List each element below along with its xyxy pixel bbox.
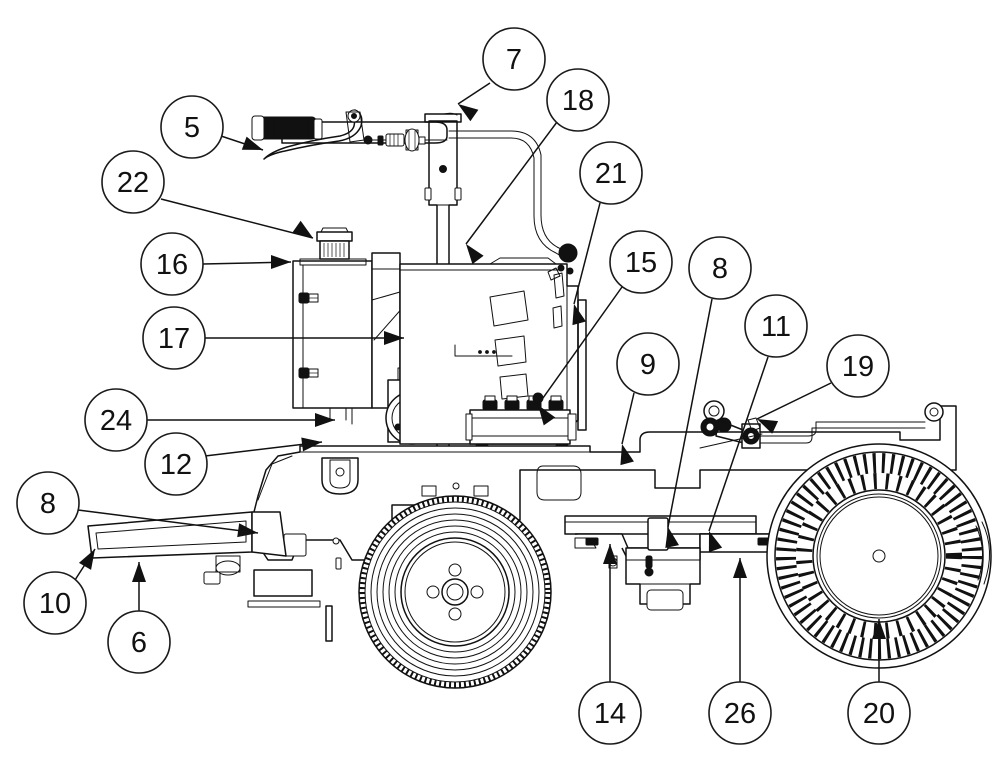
callout-20[interactable]: 20 bbox=[847, 681, 911, 745]
callout-label: 24 bbox=[100, 405, 132, 437]
deck-plate bbox=[564, 515, 819, 611]
callout-18[interactable]: 18 bbox=[546, 68, 610, 132]
callout-bubble[interactable] bbox=[16, 471, 80, 535]
front-wheel bbox=[358, 485, 552, 689]
callout-label: 12 bbox=[160, 449, 192, 481]
callout-label: 10 bbox=[39, 588, 71, 620]
callout-15[interactable]: 15 bbox=[609, 230, 673, 294]
callout-label: 7 bbox=[506, 44, 522, 76]
lift-eye bbox=[321, 457, 359, 495]
callout-bubble[interactable] bbox=[160, 95, 224, 159]
callout-14[interactable]: 14 bbox=[578, 681, 642, 745]
callout-7[interactable]: 7 bbox=[482, 27, 546, 91]
callout-label: 9 bbox=[640, 349, 656, 381]
callout-bubble[interactable] bbox=[101, 150, 165, 214]
callout-label: 26 bbox=[724, 698, 756, 730]
callout-16[interactable]: 16 bbox=[140, 232, 204, 296]
callout-12[interactable]: 12 bbox=[144, 432, 208, 496]
callout-bubble[interactable] bbox=[708, 681, 772, 745]
callout-leaders bbox=[74, 82, 880, 682]
drawbar-tow-handle bbox=[87, 511, 287, 585]
callout-bubble[interactable] bbox=[688, 236, 752, 300]
callout-8[interactable]: 8 bbox=[688, 236, 752, 300]
handlebar-assembly bbox=[251, 109, 448, 160]
hydraulic-reservoir-tank bbox=[292, 227, 401, 425]
callout-label: 18 bbox=[562, 85, 594, 117]
callout-arrowheads bbox=[78, 104, 886, 639]
callout-8[interactable]: 8 bbox=[16, 471, 80, 535]
callout-22[interactable]: 22 bbox=[101, 150, 165, 214]
callout-bubbles: 7 18 5 21 22 16 15 8 11 17 19 9 24 12 8 10 6 14 26 20 bbox=[16, 27, 911, 745]
callout-bubble[interactable] bbox=[107, 610, 171, 674]
callout-bubble[interactable] bbox=[546, 68, 610, 132]
callout-bubble[interactable] bbox=[482, 27, 546, 91]
callout-label: 8 bbox=[40, 488, 56, 520]
callout-9[interactable]: 9 bbox=[616, 332, 680, 396]
callout-bubble[interactable] bbox=[140, 232, 204, 296]
callout-6[interactable]: 6 bbox=[107, 610, 171, 674]
callout-label: 6 bbox=[131, 627, 147, 659]
callout-5[interactable]: 5 bbox=[160, 95, 224, 159]
rear-linkage-arm bbox=[699, 400, 926, 449]
callout-label: 22 bbox=[117, 167, 149, 199]
tank-clip-upper bbox=[298, 292, 319, 304]
machine-illustration bbox=[87, 109, 992, 689]
callout-bubble[interactable] bbox=[579, 141, 643, 205]
callout-label: 15 bbox=[625, 247, 657, 279]
tank-clip-lower bbox=[298, 367, 319, 379]
callout-label: 21 bbox=[595, 158, 627, 190]
callout-bubble[interactable] bbox=[609, 230, 673, 294]
callout-bubble[interactable] bbox=[144, 432, 208, 496]
callout-label: 14 bbox=[594, 698, 626, 730]
callout-19[interactable]: 19 bbox=[826, 334, 890, 398]
callout-bubble[interactable] bbox=[578, 681, 642, 745]
callout-21[interactable]: 21 bbox=[579, 141, 643, 205]
callout-11[interactable]: 11 bbox=[744, 294, 808, 358]
callout-label: 11 bbox=[761, 311, 791, 343]
callout-10[interactable]: 10 bbox=[23, 571, 87, 635]
callout-bubble[interactable] bbox=[744, 294, 808, 358]
callout-24[interactable]: 24 bbox=[84, 388, 148, 452]
callout-26[interactable]: 26 bbox=[708, 681, 772, 745]
callout-label: 17 bbox=[158, 323, 190, 355]
callout-label: 8 bbox=[712, 253, 728, 285]
callout-bubble[interactable] bbox=[84, 388, 148, 452]
callout-bubble[interactable] bbox=[847, 681, 911, 745]
callout-bubble[interactable] bbox=[23, 571, 87, 635]
front-tire-bead bbox=[359, 496, 551, 688]
callout-label: 16 bbox=[156, 249, 188, 281]
manifold-ports bbox=[482, 395, 564, 411]
control-cable bbox=[448, 130, 578, 263]
callout-17[interactable]: 17 bbox=[142, 306, 206, 370]
callout-label: 5 bbox=[184, 112, 200, 144]
callout-bubble[interactable] bbox=[616, 332, 680, 396]
callout-bubble[interactable] bbox=[826, 334, 890, 398]
callout-bubble[interactable] bbox=[142, 306, 206, 370]
callout-label: 20 bbox=[863, 698, 895, 730]
callout-label: 19 bbox=[842, 351, 874, 383]
